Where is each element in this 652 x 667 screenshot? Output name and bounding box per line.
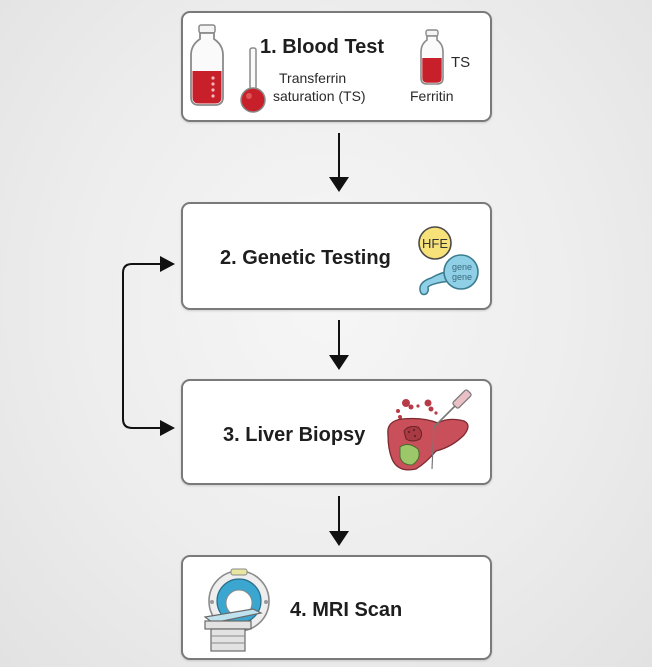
step-title: 3. Liver Biopsy (223, 424, 366, 446)
arrow-2-to-3 (329, 320, 349, 370)
step-blood-test: 1. Blood Test Transferrin saturation (TS… (181, 11, 492, 122)
hfe-gene-icon: HFE gene gene (418, 226, 479, 296)
step-liver-biopsy: 3. Liver Biopsy (181, 379, 492, 485)
arrow-1-to-2 (329, 133, 349, 192)
liver-biopsy-icon (387, 389, 472, 471)
step-title: 1. Blood Test (260, 36, 385, 58)
step-mri-scan: 4. MRI Scan (181, 555, 492, 660)
mri-scanner-icon (203, 568, 270, 652)
blood-vial-icon (190, 24, 224, 106)
arrow-3-to-4 (329, 496, 349, 546)
flask-icon (240, 47, 266, 113)
gene-text: gene (452, 262, 472, 272)
gene-text: gene (452, 272, 472, 282)
transferrin-label: Transferrin (279, 70, 347, 86)
ts-label: TS (451, 54, 471, 71)
step-title: 4. MRI Scan (290, 599, 403, 621)
saturation-label: saturation (TS) (273, 88, 366, 104)
hfe-text: HFE (422, 236, 448, 251)
bidirectional-bracket-arrow (122, 256, 175, 436)
step-genetic-testing: 2. Genetic Testing HFE gene gene (181, 202, 492, 310)
small-vial-icon (420, 29, 444, 85)
step-title: 2. Genetic Testing (220, 247, 391, 269)
ferritin-label: Ferritin (410, 88, 454, 104)
